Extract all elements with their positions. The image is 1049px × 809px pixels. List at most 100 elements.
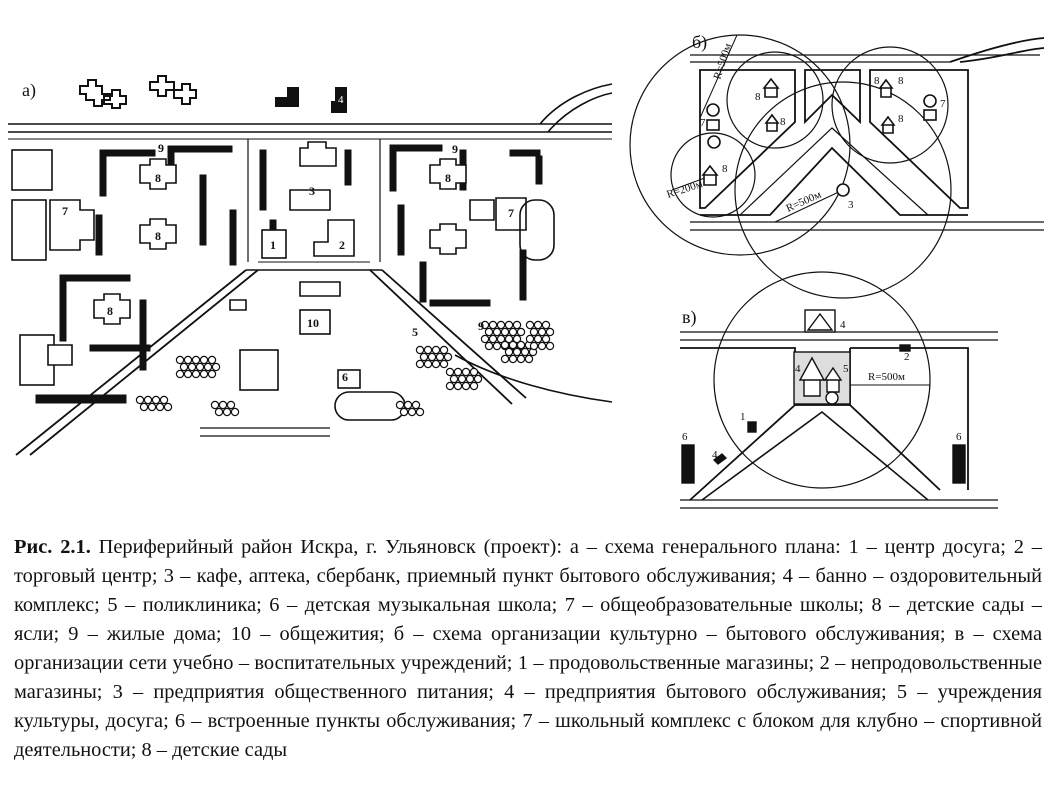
marker-8-f: 8 — [874, 75, 880, 87]
tree-mark — [191, 355, 201, 365]
tree-mark — [155, 402, 165, 412]
top-building-clusters — [79, 75, 347, 113]
tree-mark — [214, 407, 224, 417]
plan-number-8d: 8 — [445, 171, 451, 185]
tree-mark — [508, 340, 518, 350]
tree-mark — [516, 340, 526, 350]
tree-mark — [541, 320, 551, 330]
tree-mark — [411, 400, 421, 410]
tree-mark — [449, 374, 459, 384]
panel-b-radius-circles — [629, 34, 952, 299]
tree-mark — [431, 359, 441, 369]
marker-8-a: 8 — [755, 91, 761, 103]
tree-mark — [183, 369, 193, 379]
tree-mark — [492, 327, 502, 337]
plan-number-8b: 8 — [155, 229, 161, 243]
tree-mark — [395, 400, 405, 410]
v-marker-4-inner: 4 — [795, 363, 801, 375]
tree-mark — [135, 395, 145, 405]
tree-mark — [423, 359, 433, 369]
tree-mark — [457, 374, 467, 384]
tree-mark — [504, 320, 514, 330]
panel-a-master-plan: а) 4 — [8, 75, 613, 456]
caption-label: Рис. 2.1. — [14, 536, 91, 558]
tree-mark — [512, 334, 522, 344]
tree-mark — [520, 347, 530, 357]
tree-mark — [461, 381, 471, 391]
tree-mark — [443, 352, 453, 362]
tree-mark — [226, 400, 236, 410]
tree-mark — [525, 320, 535, 330]
tree-mark — [529, 341, 539, 351]
tree-mark — [537, 341, 547, 351]
plan-number-4: 4 — [338, 94, 344, 106]
plan-number-7a: 7 — [62, 204, 68, 218]
tree-mark — [537, 327, 547, 337]
tree-mark — [199, 355, 209, 365]
panel-v-labels: 4 4 5 2 1 4 6 6 R=500м — [682, 319, 962, 461]
plan-number-8c: 8 — [107, 304, 113, 318]
tree-mark — [151, 395, 161, 405]
tree-mark — [504, 334, 514, 344]
plan-number-9c: 9 — [478, 319, 484, 333]
plan-number-7b: 7 — [508, 206, 514, 220]
panel-a-letter: а) — [22, 80, 36, 101]
plan-number-9a: 9 — [158, 141, 164, 155]
plan-number-8a: 8 — [155, 171, 161, 185]
tree-mark — [439, 359, 449, 369]
tree-mark — [461, 367, 471, 377]
tree-mark — [415, 345, 425, 355]
marker-8-e: 8 — [722, 163, 728, 175]
tree-mark — [230, 407, 240, 417]
v-marker-5: 5 — [843, 363, 849, 375]
tree-mark — [423, 345, 433, 355]
plan-numbers: 1 2 3 5 6 7 7 8 8 8 8 9 9 9 10 — [62, 141, 514, 384]
panel-v-schools-scheme: в) 4 — [680, 271, 998, 509]
tree-mark — [159, 395, 169, 405]
tree-mark — [407, 407, 417, 417]
tree-mark — [504, 347, 514, 357]
tree-mark — [500, 340, 510, 350]
tree-mark — [143, 395, 153, 405]
marker-8-b: 8 — [780, 116, 786, 128]
tree-mark — [439, 345, 449, 355]
plan-number-10: 10 — [307, 316, 319, 330]
v-marker-4-left: 4 — [712, 449, 718, 461]
tree-mark — [524, 354, 534, 364]
tree-mark — [187, 362, 197, 372]
tree-mark — [516, 354, 526, 364]
tree-mark — [541, 334, 551, 344]
v-marker-1: 1 — [740, 411, 746, 423]
tree-mark — [435, 352, 445, 362]
v-radius-label: R=500м — [868, 371, 905, 383]
tree-mark — [500, 327, 510, 337]
tree-mark — [183, 355, 193, 365]
panel-v-letter: в) — [682, 307, 697, 328]
plan-number-3: 3 — [309, 184, 315, 198]
tree-mark — [469, 381, 479, 391]
plan-number-5: 5 — [412, 325, 418, 339]
tree-mark — [403, 400, 413, 410]
tree-mark — [419, 352, 429, 362]
tree-mark — [175, 355, 185, 365]
tree-mark — [207, 355, 217, 365]
plan-number-2: 2 — [339, 238, 345, 252]
tree-mark — [480, 320, 490, 330]
tree-mark — [453, 367, 463, 377]
tree-mark — [199, 369, 209, 379]
tree-mark — [445, 381, 455, 391]
tree-mark — [139, 402, 149, 412]
tree-mark — [415, 407, 425, 417]
v-marker-2: 2 — [904, 351, 910, 363]
tree-mark — [207, 369, 217, 379]
tree-mark — [488, 320, 498, 330]
v-marker-4-top: 4 — [840, 319, 846, 331]
tree-clusters — [135, 320, 555, 417]
tree-mark — [163, 402, 173, 412]
tree-mark — [175, 369, 185, 379]
tree-mark — [222, 407, 232, 417]
panel-b-service-scheme: б) — [629, 32, 1045, 299]
tree-mark — [453, 381, 463, 391]
panel-v-facility-markers — [681, 309, 966, 484]
